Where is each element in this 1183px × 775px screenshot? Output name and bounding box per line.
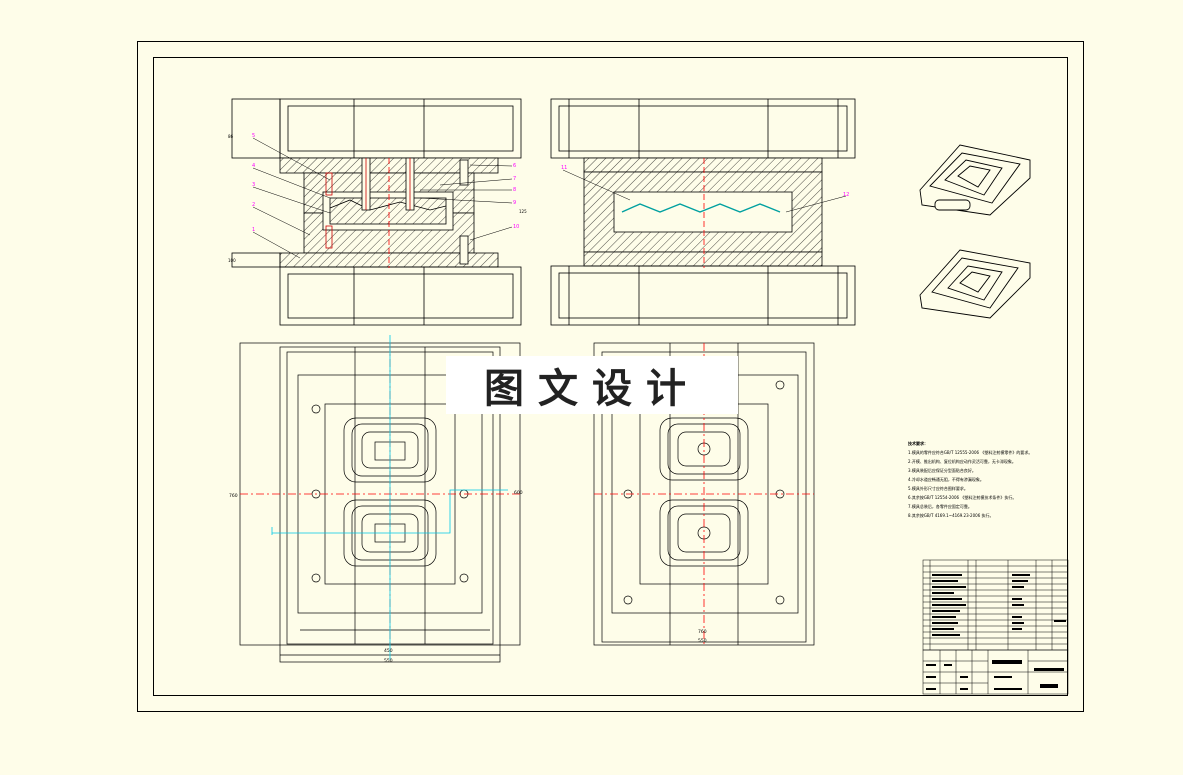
left-plan-guide-lines — [271, 335, 508, 660]
note-line: 1.模具的零件应符合GB/T 12555-2006 《塑料注射模零件》的要求。 — [908, 449, 1032, 455]
callout-label: 2 — [252, 202, 255, 208]
title-block — [922, 649, 1069, 695]
note-line: 7.模具总装后，各零件应固定可靠。 — [908, 503, 972, 509]
callout-label: 4 — [252, 163, 255, 169]
left-plan-dimensions: 760 450 550 600 — [229, 490, 523, 664]
callout-label: 7 — [513, 176, 516, 182]
dimension-text: 125 — [519, 209, 527, 214]
title-block-fills — [926, 660, 1064, 690]
note-line: 8.其余按GB/T 4169.1~4169.23-2006 执行。 — [908, 512, 994, 518]
left-callouts — [252, 137, 513, 259]
callout-label: 10 — [513, 224, 519, 230]
right-callout-labels: 11 12 — [561, 165, 849, 198]
watermark-label: 图文设计 — [446, 356, 738, 414]
dimension-text: 550 — [698, 638, 707, 644]
note-line: 2.开模、推出机构、复位机构应动作灵活可靠，无卡滞现象。 — [908, 458, 1016, 464]
note-line: 6.其余按GB/T 12554-2006 《塑料注射模技术条件》执行。 — [908, 494, 1016, 500]
callout-label: 6 — [513, 163, 516, 169]
technical-notes: 技术要求： 1.模具的零件应符合GB/T 12555-2006 《塑料注射模零件… — [908, 440, 1032, 518]
callout-label: 9 — [513, 200, 516, 206]
dimension-text: 450 — [384, 648, 393, 654]
dimension-text: 760 — [229, 493, 238, 499]
left-callout-labels: 5 4 3 2 1 6 7 8 9 10 — [252, 133, 519, 233]
dimension-text: 100 — [228, 258, 236, 263]
note-line: 3.模具装配后应保证分型面贴合良好。 — [908, 467, 976, 473]
callout-label: 1 — [252, 227, 255, 233]
callout-label: 5 — [252, 133, 255, 139]
callout-label: 3 — [252, 182, 255, 188]
parts-list-entries — [932, 574, 1066, 636]
inner-border — [153, 57, 1068, 696]
dimension-text: 760 — [698, 629, 707, 635]
part-iso-view-top — [919, 144, 1031, 216]
left-section-dimensions: 86 100 125 — [228, 134, 527, 263]
outer-border — [137, 41, 1084, 712]
right-plan-dimensions: 760 550 — [698, 629, 707, 644]
callout-label: 12 — [843, 192, 849, 198]
right-section-view — [550, 98, 856, 326]
dimension-text: 550 — [384, 658, 393, 664]
dimension-text: 600 — [514, 490, 523, 496]
note-line: 5.模具外形尺寸应符合图样要求。 — [908, 485, 968, 491]
left-section-view — [231, 98, 522, 326]
callout-label: 11 — [561, 165, 567, 171]
callout-label: 8 — [513, 187, 516, 193]
part-iso-view-bottom — [919, 249, 1031, 319]
parts-list-table — [922, 559, 1069, 651]
note-line: 4.冷却水道应畅通无阻，不得有渗漏现象。 — [908, 476, 984, 482]
notes-heading: 技术要求： — [908, 440, 928, 446]
dimension-text: 86 — [228, 134, 234, 139]
right-callouts — [562, 169, 847, 213]
